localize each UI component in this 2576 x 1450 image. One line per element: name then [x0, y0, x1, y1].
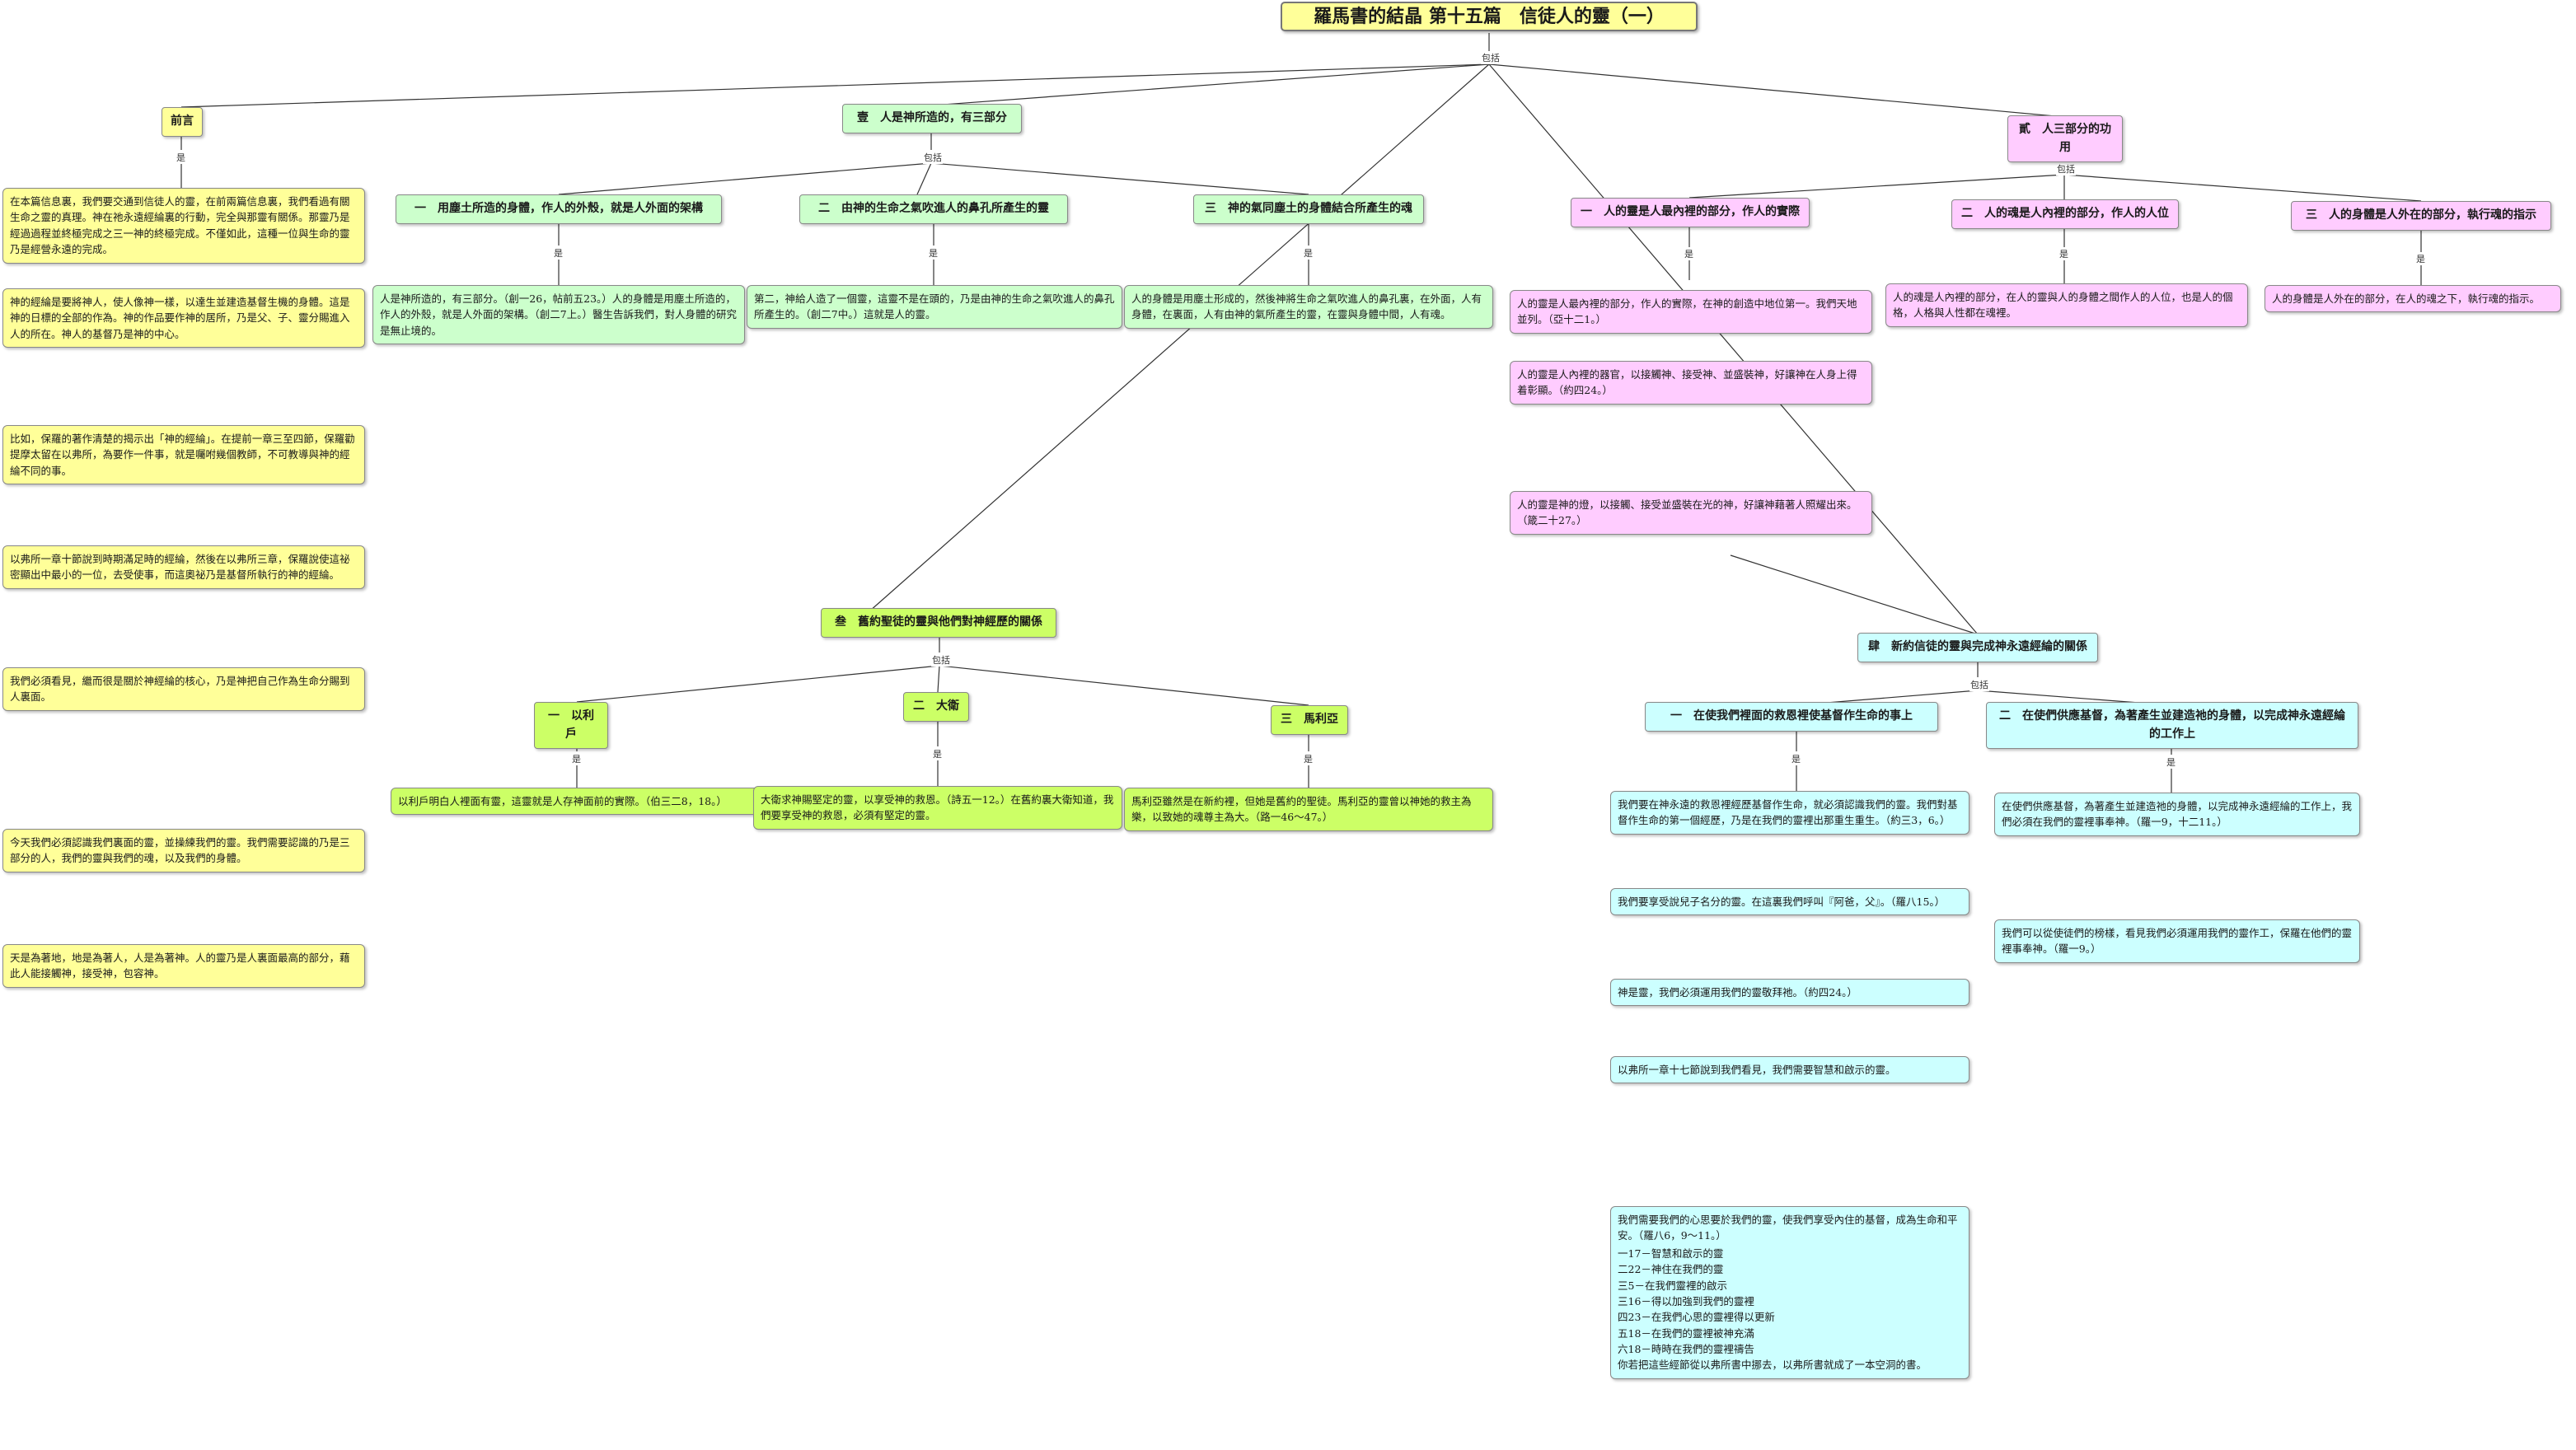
part3-head: 叁 舊約聖徒的靈與他們對神經歷的關係	[821, 608, 1056, 638]
part3-item-head: 三 馬利亞	[1271, 705, 1348, 735]
part2-head: 貳 人三部分的功用	[2007, 115, 2123, 163]
list-item: 一17－智慧和啟示的靈	[1618, 1247, 1724, 1260]
list-item: 三5－在我們靈裡的啟示	[1618, 1279, 1727, 1292]
part2-item-text: 人的靈是人內裡的器官，以接觸神、接受神、並盛裝神，好讓神在人身上得着彰顯。（約四…	[1510, 361, 1872, 405]
part4-item-head: 一 在使我們裡面的救恩裡使基督作生命的事上	[1645, 702, 1938, 732]
part4-item-text: 我們可以從使徒們的榜樣，看見我們必須運用我們的靈作工，保羅在他們的靈裡事奉神。（…	[1994, 919, 2360, 963]
is-label: 是	[932, 747, 943, 760]
part2-item-head: 一 人的靈是人最內裡的部分，作人的實際	[1571, 198, 1810, 227]
part1-item-head: 一 用塵土所造的身體，作人的外殼，就是人外面的架構	[396, 194, 722, 224]
part3-item-text: 馬利亞雖然是在新約裡，但她是舊約的聖徒。馬利亞的靈曾以神她的救主為樂，以致她的魂…	[1124, 788, 1493, 831]
include-label: 包括	[2056, 162, 2076, 175]
part1-head: 壹 人是神所造的，有三部分	[842, 104, 1022, 133]
part2-item-head: 三 人的身體是人外在的部分，執行魂的指示	[2291, 201, 2551, 231]
ephesians-spirit-list: 一17－智慧和啟示的靈 二22－神住在我們的靈 三5－在我們靈裡的啟示 三16－…	[1618, 1246, 1962, 1373]
part4-item-text: 神是靈，我們必須運用我們的靈敬拜祂。（約四24。）	[1610, 979, 1969, 1007]
is-label: 是	[1303, 246, 1314, 260]
is-label: 是	[928, 246, 939, 260]
preface-item: 今天我們必須認識我們裏面的靈，並操練我們的靈。我們需要認識的乃是三部分的人，我們…	[2, 829, 365, 872]
part1-item-text: 人的身體是用塵土形成的，然後神將生命之氣吹進人的鼻孔裏，在外面，人有身體，在裏面…	[1124, 285, 1493, 329]
preface-item: 比如，保羅的著作清楚的揭示出「神的經綸」。在提前一章三至四節，保羅勸提摩太留在以…	[2, 425, 365, 485]
part2-item-text: 人的魂是人內裡的部分，在人的靈與人的身體之間作人的人位，也是人的個格，人格與人性…	[1885, 283, 2248, 327]
include-label: 包括	[1481, 51, 1501, 64]
part2-item-text: 人的身體是人外在的部分，在人的魂之下，執行魂的指示。	[2265, 285, 2561, 313]
list-item: 三16－得以加強到我們的靈裡	[1618, 1294, 1754, 1307]
preface-item: 神的經綸是要將神人，使人像神一樣，以達生並建造基督生機的身體。這是神的日標的全部…	[2, 288, 365, 348]
list-item: 二22－神住在我們的靈	[1618, 1263, 1724, 1276]
part3-item-head: 一 以利戶	[534, 702, 608, 750]
part4-item-text: 我們需要我們的心思要於我們的靈，使我們享受內住的基督，成為生命和平安。（羅八6，…	[1610, 1206, 1969, 1379]
include-label: 包括	[931, 653, 951, 667]
preface-item: 天是為著地，地是為著人，人是為著神。人的靈乃是人裏面最高的部分，藉此人能接觸神，…	[2, 944, 365, 988]
part4-item-text: 以弗所一章十七節說到我們看見，我們需要智慧和啟示的靈。	[1610, 1056, 1969, 1084]
part2-item-head: 二 人的魂是人內裡的部分，作人的人位	[1951, 199, 2179, 229]
part4-head: 肆 新約信徒的靈與完成神永遠經綸的關係	[1857, 633, 2098, 662]
part4-item-text: 我們要享受說兒子名分的靈。在這裏我們呼叫『阿爸，父』。（羅八15。）	[1610, 888, 1969, 916]
is-label: 是	[1684, 247, 1694, 260]
list-item: 四23－在我們心思的靈裡得以更新	[1618, 1311, 1775, 1324]
is-label: 是	[2415, 252, 2426, 265]
is-label: 是	[1791, 752, 1801, 765]
part4-item-text: 我們要在神永遠的救恩裡經歷基督作生命，就必須認識我們的靈。我們對基督作生命的第一…	[1610, 791, 1969, 835]
include-label: 包括	[923, 151, 943, 164]
part4-item-text-body: 我們需要我們的心思要於我們的靈，使我們享受內住的基督，成為生命和平安。（羅八6，…	[1618, 1214, 1958, 1242]
diagram-title: 羅馬書的結晶 第十五篇 信徒人的靈（一）	[1281, 2, 1698, 31]
part2-item-text: 人的靈是神的燈，以接觸、接受並盛裝在光的神，好讓神藉著人照耀出來。（箴二十27。…	[1510, 491, 1872, 535]
part4-item-text: 在使們供應基督，為著產生並建造祂的身體，以完成神永遠經綸的工作上，我們必須在我們…	[1994, 793, 2360, 836]
part3-item-head: 二 大衛	[903, 692, 969, 722]
include-label: 包括	[1969, 678, 1989, 691]
preface-item: 我們必須看見，繼而很是關於神經綸的核心，乃是神把自己作為生命分賜到人裏面。	[2, 667, 365, 711]
part3-item-text: 以利戶明白人裡面有靈，這靈就是人存神面前的實際。（伯三二8，18。）	[391, 788, 763, 816]
is-label: 是	[176, 151, 186, 164]
preface-item: 在本篇信息裏，我們要交通到信徒人的靈，在前兩篇信息裏，我們看過有關生命之靈的真理…	[2, 188, 365, 264]
part4-item-head: 二 在使們供應基督，為著產生並建造祂的身體，以完成神永遠經綸的工作上	[1986, 702, 2358, 750]
is-label: 是	[571, 752, 582, 765]
is-label: 是	[2058, 247, 2069, 260]
list-item: 你若把這些經節從以弗所書中挪去，以弗所書就成了一本空洞的書。	[1618, 1359, 1927, 1372]
list-item: 五18－在我們的靈裡被神充滿	[1618, 1326, 1754, 1340]
is-label: 是	[553, 246, 564, 260]
preface-item: 以弗所一章十節說到時期滿足時的經綸，然後在以弗所三章，保羅說使這祕密顯出中最小的…	[2, 545, 365, 589]
preface-head: 前言	[162, 107, 203, 137]
part3-item-text: 大衛求神賜堅定的靈，以享受神的救恩。（詩五一12。）在舊約裏大衛知道，我們要享受…	[753, 786, 1122, 830]
part1-item-head: 二 由神的生命之氣吹進人的鼻孔所產生的靈	[799, 194, 1068, 224]
part2-item-text: 人的靈是人最內裡的部分，作人的實際，在神的創造中地位第一。我們天地並列。（亞十二…	[1510, 290, 1872, 334]
part1-item-head: 三 神的氣同塵土的身體結合所產生的魂	[1193, 194, 1424, 224]
is-label: 是	[2166, 755, 2176, 769]
is-label: 是	[1303, 752, 1314, 765]
part1-item-text: 人是神所造的，有三部分。（創一26，帖前五23。）人的身體是用塵土所造的，作人的…	[372, 285, 745, 345]
list-item: 六18－時時在我們的靈裡禱告	[1618, 1343, 1754, 1355]
part1-item-text: 第二，神給人造了一個靈，這靈不是在頭的，乃是由神的生命之氣吹進人的鼻孔所產生的。…	[747, 285, 1122, 329]
